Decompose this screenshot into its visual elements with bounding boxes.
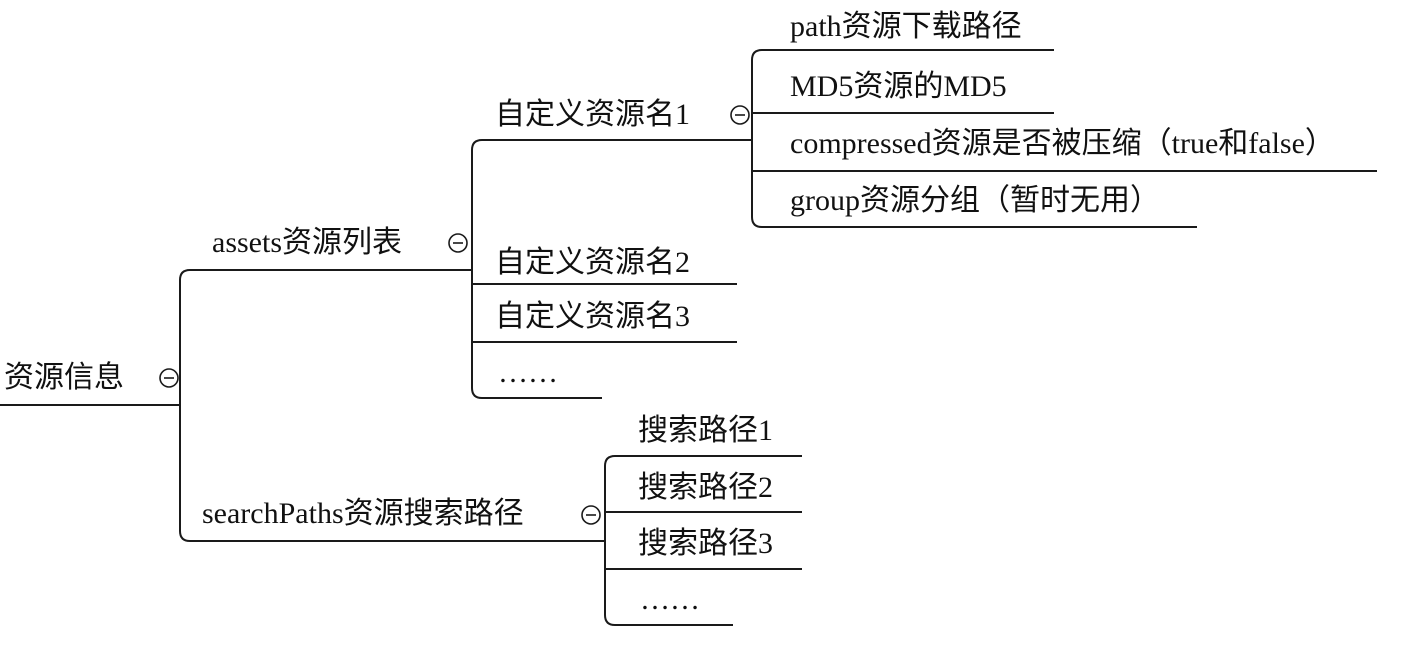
connector-assets-to-custom1 (471, 139, 483, 151)
node-root: 资源信息 (4, 361, 124, 394)
collapse-searchpaths-icon[interactable] (581, 505, 601, 525)
node-path: path资源下载路径 (790, 10, 1022, 43)
node-md5: MD5资源的MD5 (790, 70, 1007, 103)
node-searchpaths-ellipsis: …… (640, 583, 700, 616)
connector-custom1-trunk (751, 49, 763, 228)
collapse-root-icon[interactable] (159, 368, 179, 388)
connector-root-to-searchpaths (179, 405, 200, 542)
node-group: group资源分组（暂时无用） (790, 184, 1160, 217)
connector-assets-trunk (471, 150, 483, 399)
node-compressed: compressed资源是否被压缩（true和false） (790, 127, 1335, 160)
node-searchpath-3: 搜索路径3 (638, 527, 773, 560)
node-custom-name-2: 自定义资源名2 (495, 246, 690, 279)
collapse-assets-icon[interactable] (448, 233, 468, 253)
node-custom-name-3: 自定义资源名3 (495, 300, 690, 333)
node-assets: assets资源列表 (212, 226, 402, 259)
connector-root-to-assets (179, 269, 200, 405)
node-searchpath-1: 搜索路径1 (638, 414, 773, 447)
node-searchpaths: searchPaths资源搜索路径 (202, 497, 524, 530)
node-assets-ellipsis: …… (498, 356, 558, 389)
node-searchpath-2: 搜索路径2 (638, 471, 773, 504)
node-custom-name-1: 自定义资源名1 (495, 98, 690, 131)
connector-searchpaths-trunk (604, 455, 616, 626)
collapse-custom-name-1-icon[interactable] (730, 105, 750, 125)
